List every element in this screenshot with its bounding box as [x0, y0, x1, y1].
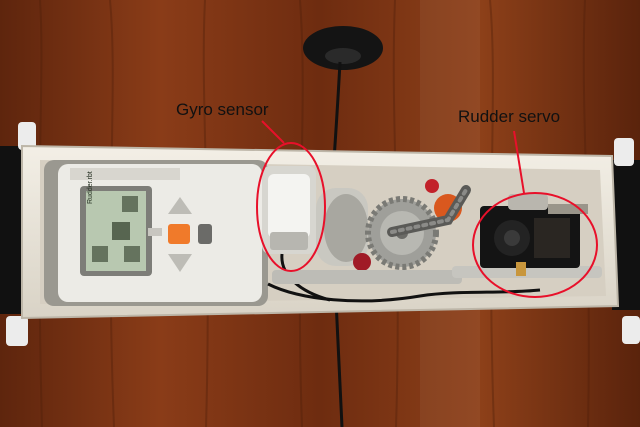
red-hub	[353, 253, 371, 271]
right-end-cap	[612, 138, 640, 344]
nxt-filename-text: Rudder.rbt	[87, 171, 94, 204]
lego-beam-right	[452, 266, 602, 278]
nxt-servo-motor	[316, 188, 368, 266]
gyro-sensor	[262, 166, 331, 302]
rudder-servo-label: Rudder servo	[458, 107, 561, 126]
nxt-lcd-text: Rudder.rbt	[87, 171, 94, 204]
black-cable-bottom	[267, 282, 541, 303]
nxt-brick	[44, 160, 268, 306]
lego-arm	[387, 185, 471, 237]
rudder-pointer-line	[513, 130, 525, 194]
lego-beam-bottom	[272, 270, 462, 284]
cable-lower	[334, 299, 344, 427]
nxt-orange-button	[168, 224, 190, 244]
gyro-annotation-circle	[256, 142, 326, 272]
gyro-sensor-label: Gyro sensor	[176, 100, 269, 119]
wheel-hub	[325, 48, 361, 64]
rudder-servo	[480, 194, 588, 276]
rudder-annotation-circle	[472, 192, 598, 298]
nxt-gray-button	[198, 224, 212, 244]
nxt-down-arrow-button	[168, 254, 192, 272]
nxt-up-arrow-button	[168, 197, 192, 214]
gyro-pointer-line	[261, 120, 285, 144]
small-red-part	[425, 179, 439, 193]
annotation-marks	[256, 120, 598, 298]
